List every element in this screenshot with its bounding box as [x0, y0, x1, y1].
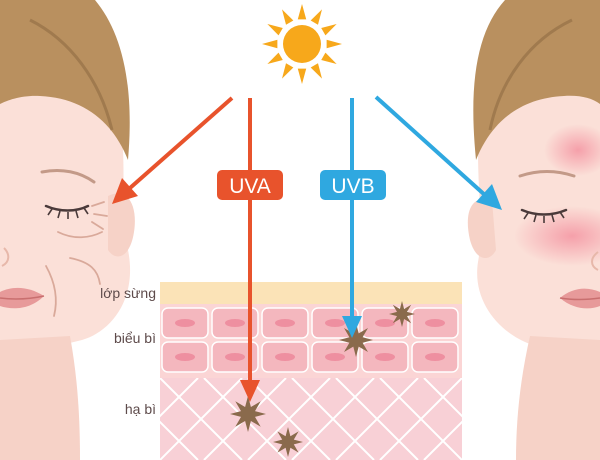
dermis-fiber — [72, 378, 154, 460]
left-neck — [0, 336, 80, 460]
right-hair-strand — [488, 18, 573, 131]
damage-burst-icon — [273, 427, 303, 457]
uvb-arrow-to-face — [374, 95, 488, 198]
dermis-fiber — [160, 378, 243, 460]
right-eyebrow — [518, 170, 576, 178]
damage-burst-icon — [389, 301, 415, 327]
cell-nucleus — [425, 353, 445, 361]
dermis-fiber — [423, 420, 462, 460]
sun-ray — [297, 68, 307, 84]
damage-markers — [230, 301, 415, 457]
sun-ray — [282, 63, 294, 79]
left-hair — [0, 0, 130, 160]
layer-stratum-corneum — [160, 282, 462, 304]
cell-nucleus — [225, 319, 245, 327]
sun-ray — [262, 39, 278, 49]
uvb-arrowhead-face — [476, 184, 502, 210]
dermis-mesh — [72, 378, 462, 460]
uva-arrowhead-dermis — [240, 380, 260, 402]
right-lips — [560, 288, 600, 309]
uvb-rays: UVB — [320, 95, 502, 338]
dermis-fiber — [335, 378, 419, 460]
sun-ray — [310, 9, 322, 25]
cell-nucleus — [275, 353, 295, 361]
right-cheek-redness — [514, 206, 600, 266]
right-eye — [520, 208, 568, 216]
cell-nucleus — [275, 319, 295, 327]
uvb-arrowhead-epidermis — [342, 316, 362, 338]
label-epidermis: biểu bì — [114, 330, 156, 346]
damage-burst-icon — [230, 396, 266, 432]
uva-arrow-to-face — [128, 96, 234, 190]
cell-nucleus — [325, 319, 345, 327]
left-ear — [108, 193, 135, 257]
dermis-fiber — [247, 378, 331, 460]
sun-ray — [321, 24, 337, 36]
cell-nucleus — [375, 319, 395, 327]
right-face-sunburnt — [467, 0, 600, 460]
cell-nucleus — [175, 353, 195, 361]
left-face-aged — [0, 0, 135, 460]
left-eyelashes — [47, 207, 89, 219]
damage-burst-icon — [339, 323, 373, 357]
left-cheek-folds — [45, 265, 57, 317]
layer-dermis — [160, 378, 462, 460]
cell-nucleus — [425, 319, 445, 327]
left-lips — [0, 287, 44, 309]
cell-nucleus — [325, 353, 345, 361]
sun-core — [283, 25, 321, 63]
cell-nucleus — [375, 353, 395, 361]
uvb-label: UVB — [331, 175, 374, 198]
right-lips-line — [559, 297, 600, 301]
left-wrinkles — [57, 201, 108, 285]
cell-nucleus — [225, 353, 245, 361]
right-nose-shadow — [591, 251, 599, 271]
uva-rays: UVA — [112, 96, 283, 402]
label-stratum-corneum: lớp sừng — [100, 285, 156, 301]
label-dermis: hạ bì — [125, 401, 156, 417]
right-forehead-redness — [544, 124, 600, 176]
left-lips-line — [0, 295, 45, 300]
dermis-fiber — [160, 378, 199, 418]
left-nose-shadow — [1, 247, 10, 267]
right-ear — [467, 198, 496, 259]
dermis-fiber — [423, 378, 462, 418]
sun-ray — [321, 52, 337, 64]
left-eye — [44, 204, 90, 212]
dermis-fiber — [291, 378, 375, 460]
sun-ray — [310, 63, 322, 79]
sun-ray — [267, 24, 283, 36]
uvb-label-box — [320, 170, 386, 200]
dermis-fiber — [160, 420, 199, 460]
sun-ray — [267, 52, 283, 64]
uva-label-box — [217, 170, 283, 200]
dermis-fiber — [379, 378, 462, 460]
uva-arrowhead-face — [112, 178, 138, 204]
sun-ray — [297, 4, 307, 20]
sun-ray — [282, 9, 294, 25]
right-neck — [516, 336, 600, 460]
right-eyelashes — [523, 211, 565, 223]
sun-icon — [262, 4, 342, 84]
sun-ray — [326, 39, 342, 49]
dermis-fiber — [72, 378, 154, 460]
right-hair — [473, 0, 600, 160]
uva-label: UVA — [229, 175, 271, 198]
left-hair-strand — [29, 18, 114, 131]
cell-nucleus — [175, 319, 195, 327]
sun-rays — [262, 4, 342, 84]
left-eyebrow — [40, 168, 96, 184]
